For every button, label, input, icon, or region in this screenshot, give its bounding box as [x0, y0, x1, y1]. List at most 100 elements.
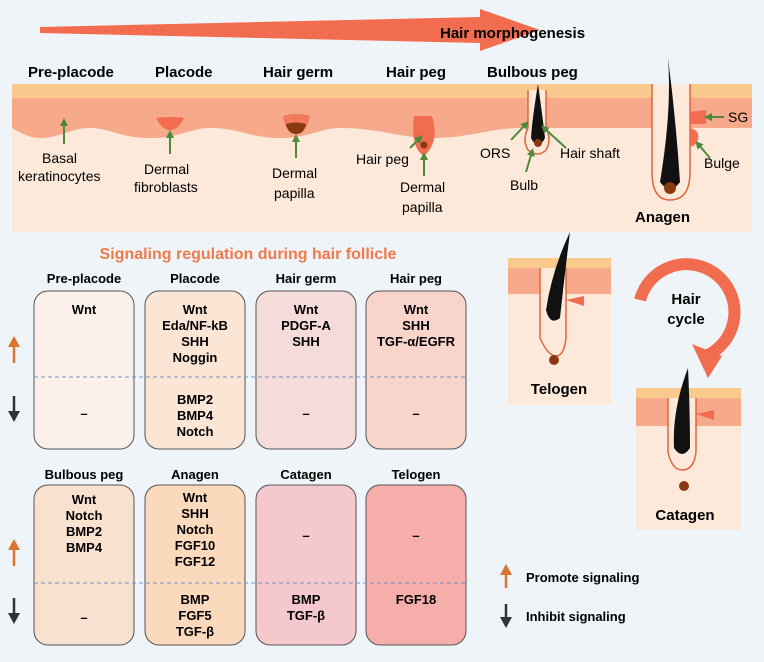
stage-title: Placode [155, 64, 213, 81]
hair-cycle: Telogen Hair cycle Catagen [508, 232, 741, 530]
legend-inhibit-arrow-icon [500, 604, 512, 628]
inhibit-signal: BMP [292, 592, 321, 607]
promote-signal: Noggin [173, 350, 218, 365]
catagen-papilla-icon [679, 481, 689, 491]
promote-signal: Wnt [72, 302, 97, 317]
catagen-label: Catagen [655, 507, 714, 524]
arrow-icon [510, 121, 529, 141]
card-header: Pre-placode [47, 271, 121, 286]
telogen-papilla-icon [549, 355, 559, 365]
card-header: Placode [170, 271, 220, 286]
promote-signal: SHH [181, 506, 208, 521]
inhibit-arrow-icon [8, 396, 20, 422]
inhibit-signal: BMP4 [177, 408, 214, 423]
inhibit-signal: – [412, 406, 419, 421]
germ-papilla-icon [286, 122, 306, 134]
promote-signal: Notch [66, 508, 103, 523]
hair-peg-icon [413, 116, 435, 156]
card-header: Catagen [280, 467, 331, 482]
promote-arrow-icon [8, 336, 20, 363]
inhibit-signal: – [80, 610, 87, 625]
skin-label: Hair peg [356, 151, 409, 167]
skin-label: Hair shaft [560, 145, 620, 161]
inhibit-signal: TGF-β [287, 608, 325, 623]
inhibit-signal: BMP2 [177, 392, 213, 407]
inhibit-signal: – [80, 406, 87, 421]
sebaceous-gland-icon [690, 110, 706, 124]
signaling-card-pre-placode [33, 290, 135, 450]
promote-signal: BMP4 [66, 540, 103, 555]
morphogenesis-arrow-icon [40, 9, 540, 51]
arrow-icon [525, 148, 535, 173]
card-header: Bulbous peg [45, 467, 124, 482]
signaling-card-catagen [255, 484, 357, 646]
signaling-card-anagen [144, 484, 246, 646]
card-header: Telogen [392, 467, 441, 482]
stratum-layer [12, 84, 752, 98]
catagen-panel: Catagen [636, 368, 741, 530]
hair-cycle-arrow-icon [634, 258, 741, 378]
morphogenesis-banner: Hair morphogenesis [40, 9, 585, 51]
skin-label: Basal [42, 150, 77, 166]
stage-title: Hair germ [263, 64, 333, 81]
promote-signal: Wnt [183, 302, 208, 317]
promote-signal: – [412, 528, 419, 543]
placode-icon [156, 117, 184, 130]
skin-label: Dermal [400, 179, 445, 195]
legend-promote-label: Promote signaling [526, 570, 639, 585]
promote-signal: SHH [402, 318, 429, 333]
skin-label: SG [728, 109, 748, 125]
telogen-panel: Telogen [508, 232, 611, 405]
signaling-card-hair-peg [365, 290, 467, 450]
skin-label: Bulge [704, 155, 740, 171]
promote-signal: FGF10 [175, 538, 215, 553]
side-arrows [8, 336, 20, 624]
inhibit-signal: FGF5 [178, 608, 211, 623]
card-row-2: Bulbous peg Anagen Catagen Telogen Wnt N… [33, 467, 467, 646]
anagen-papilla-icon [664, 182, 676, 194]
card-header: Anagen [171, 467, 219, 482]
skin-label: papilla [402, 199, 443, 215]
promote-signal: TGF-α/EGFR [377, 334, 456, 349]
promote-signal: FGF12 [175, 554, 215, 569]
promote-signal: SHH [292, 334, 319, 349]
skin-panel: Basal keratinocytes Dermal fibroblasts D… [12, 58, 752, 232]
promote-signal: Notch [177, 522, 214, 537]
inhibit-signal: BMP [181, 592, 210, 607]
skin-label: ORS [480, 145, 510, 161]
arrow-icon [409, 135, 423, 149]
stage-title: Hair peg [386, 64, 446, 81]
signaling-card-placode [144, 290, 246, 450]
stage-titles: Pre-placode Placode Hair germ Hair peg B… [28, 64, 578, 81]
legend-inhibit-label: Inhibit signaling [526, 609, 626, 624]
skin-label: Dermal [272, 165, 317, 181]
skin-label: Dermal [144, 161, 189, 177]
signaling-card-telogen [365, 484, 467, 646]
promote-signal: Wnt [72, 492, 97, 507]
inhibit-signal: FGF18 [396, 592, 436, 607]
hair-cycle-title: Hair [671, 291, 700, 308]
telogen-hair-icon [546, 232, 570, 321]
telogen-gland-icon [566, 296, 584, 306]
signaling-card-hair-germ [255, 290, 357, 450]
inhibit-signal: TGF-β [176, 624, 214, 639]
skin-label: Anagen [635, 209, 690, 226]
stage-title: Bulbous peg [487, 64, 578, 81]
stage-title: Pre-placode [28, 64, 114, 81]
catagen-hair-icon [673, 368, 690, 454]
arrow-icon [695, 140, 711, 159]
promote-signal: Wnt [404, 302, 429, 317]
card-row-1: Pre-placode Placode Hair germ Hair peg W… [33, 271, 467, 450]
inhibit-arrow-icon [8, 598, 20, 624]
promote-signal: PDGF-A [281, 318, 331, 333]
legend-promote-arrow-icon [500, 564, 512, 588]
arrow-icon [541, 125, 567, 149]
promote-arrow-icon [8, 539, 20, 566]
bulb-papilla-icon [534, 139, 542, 147]
card-header: Hair peg [390, 271, 442, 286]
skin-label: fibroblasts [134, 179, 198, 195]
promote-signal: Wnt [294, 302, 319, 317]
promote-signal: SHH [181, 334, 208, 349]
inhibit-signal: Notch [177, 424, 214, 439]
